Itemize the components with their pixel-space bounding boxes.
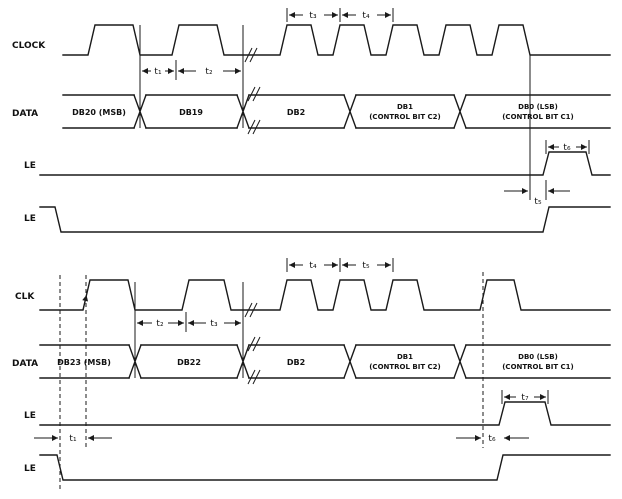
data-segment-label: DB20 (MSB) (72, 108, 126, 117)
timing-label-t3: t₃ (309, 11, 317, 21)
data-segment-label: (CONTROL BIT C1) (502, 113, 574, 121)
data-segment-label: DB1 (397, 103, 413, 111)
signal-label-data: DATA (12, 359, 38, 369)
timing-label-t4: t₄ (309, 261, 317, 271)
timing-label-t2: t₂ (205, 67, 213, 77)
signal-label-le: LE (24, 161, 36, 171)
data-bus-crossovers (128, 344, 467, 379)
timing-label-t6: t₆ (563, 143, 571, 153)
data-segment-label: (CONTROL BIT C2) (369, 363, 441, 371)
t3-t4-ticks (286, 8, 394, 22)
signal-label-clk: CLK (15, 292, 35, 302)
data-segment-label: DB2 (287, 358, 305, 367)
data-segment-label: DB1 (397, 353, 413, 361)
data-segment-label: (CONTROL BIT C2) (369, 113, 441, 121)
timing-label-t7: t₇ (521, 393, 529, 403)
timing-label-t3: t₃ (210, 319, 218, 329)
le-waveform (39, 401, 611, 426)
data-segment-label: DB0 (LSB) (518, 103, 558, 111)
data-segment-label: DB22 (177, 358, 201, 367)
top-diagram: t₃ t₄ CLOCK t₁ t₂ DATA DB20 (MSB) DB19 D… (12, 8, 611, 233)
data-segment-label: DB19 (179, 108, 203, 117)
t7-ticks (501, 390, 549, 404)
t6-ticks (545, 140, 590, 154)
break-marks (244, 47, 261, 135)
timing-label-t6: t₆ (488, 434, 496, 444)
timing-label-t1: t₁ (154, 67, 162, 77)
signal-label-le: LE (24, 411, 36, 421)
bottom-diagram: t₄ t₅ CLK t₂ t₃ DATA DB23 (MSB) DB22 DB2… (12, 258, 611, 492)
le-bar-waveform (39, 206, 611, 233)
signal-label-clock: CLOCK (12, 41, 46, 51)
timing-label-t5: t₅ (362, 261, 370, 271)
clock-waveform (62, 24, 611, 56)
timing-label-t2: t₂ (156, 319, 164, 329)
timing-label-t5: t₅ (534, 197, 542, 207)
break-marks (244, 302, 261, 385)
le-bar-waveform (39, 454, 611, 481)
clk-rising-edge-arrow (82, 294, 89, 311)
t4-t5-ticks (286, 258, 394, 272)
timing-label-t4: t₄ (362, 11, 370, 21)
data-segment-label: DB0 (LSB) (518, 353, 558, 361)
data-bus-crossovers (133, 94, 467, 129)
data-segment-label: DB23 (MSB) (57, 358, 111, 367)
data-segment-label: (CONTROL BIT C1) (502, 363, 574, 371)
timing-label-t1: t₁ (69, 434, 77, 444)
clk-waveform (39, 279, 611, 311)
signal-label-data: DATA (12, 109, 38, 119)
data-segment-label: DB2 (287, 108, 305, 117)
signal-label-le-bar: LE (24, 214, 36, 224)
signal-label-le-bar: LE (24, 464, 36, 474)
le-waveform (39, 151, 611, 176)
